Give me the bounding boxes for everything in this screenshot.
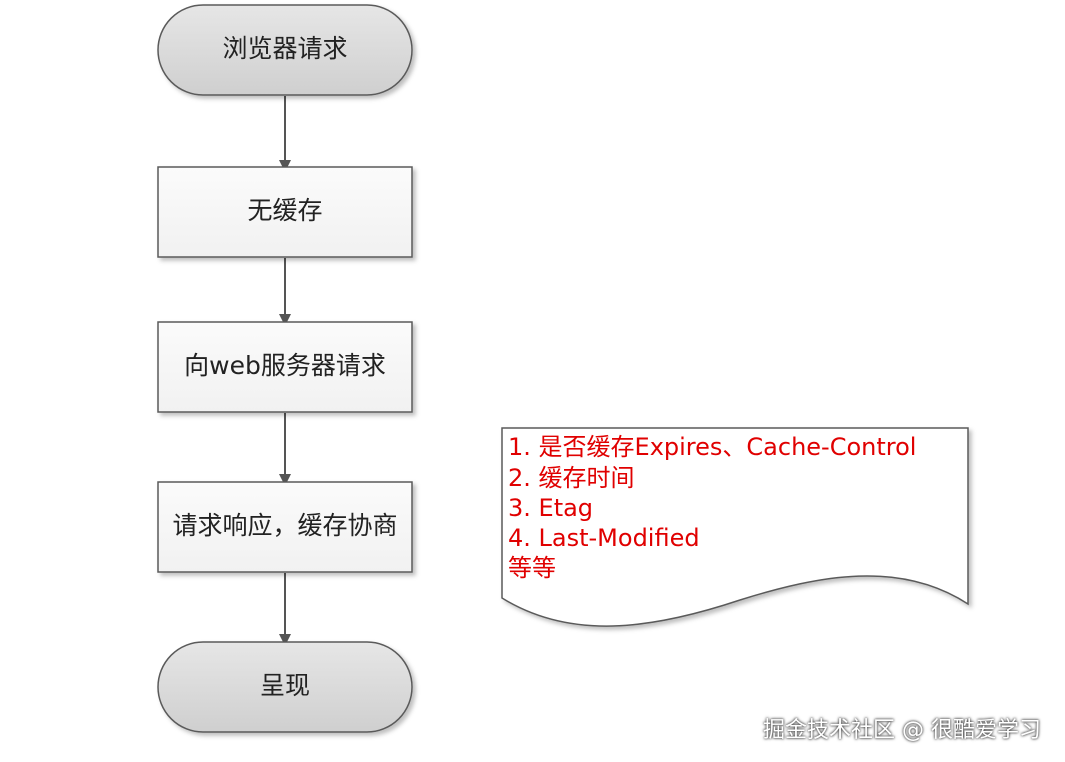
annotation-note: 1. 是否缓存Expires、Cache-Control 2. 缓存时间 3. …	[501, 427, 969, 627]
end-terminal: 呈现	[157, 641, 413, 733]
process-box-cache-negotiation: 请求响应，缓存协商	[157, 481, 413, 573]
watermark: 掘金技术社区 @ 很酷爱学习	[763, 718, 1041, 743]
end-terminal-shape	[157, 641, 413, 733]
process-box-no-cache-label: 无缓存	[247, 196, 322, 225]
process-box-web-request: 向web服务器请求	[157, 321, 413, 413]
process-box-no-cache-shape	[157, 166, 413, 258]
note-line-3: 3. Etag	[508, 494, 593, 522]
process-box-web-request-shape	[157, 321, 413, 413]
process-box-web-request-label: 向web服务器请求	[184, 351, 386, 380]
start-terminal-shape	[157, 4, 413, 96]
start-terminal: 浏览器请求	[157, 4, 413, 96]
note-line-2: 2. 缓存时间	[508, 464, 635, 492]
start-terminal-label: 浏览器请求	[222, 34, 347, 63]
note-line-5: 等等	[508, 554, 556, 582]
annotation-note-shape	[501, 427, 969, 627]
process-box-no-cache: 无缓存	[157, 166, 413, 258]
process-box-cache-negotiation-shape	[157, 481, 413, 573]
end-terminal-label: 呈现	[260, 671, 310, 700]
process-box-cache-negotiation-label: 请求响应，缓存协商	[172, 511, 397, 540]
note-line-1: 1. 是否缓存Expires、Cache-Control	[508, 433, 916, 461]
note-line-4: 4. Last-Modified	[508, 524, 700, 552]
